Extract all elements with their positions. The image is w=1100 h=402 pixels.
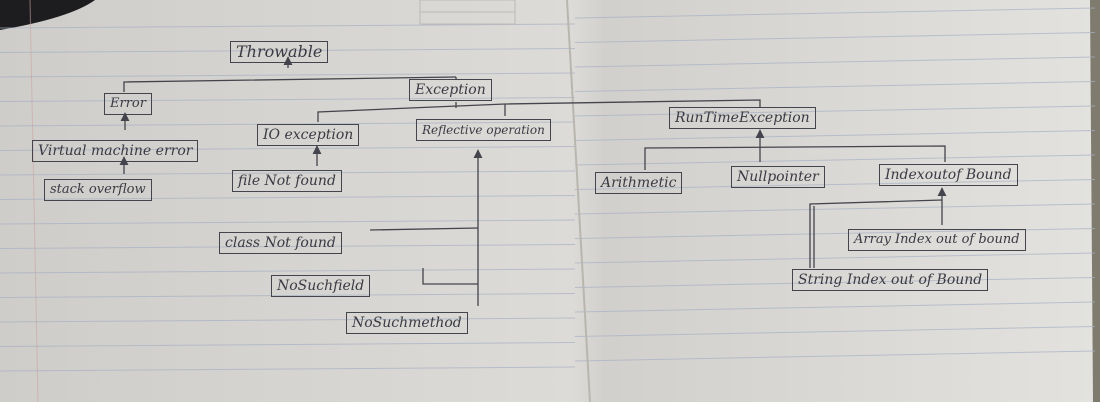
ruled-lines (0, 7, 1096, 372)
connector-exception-children (317, 99, 761, 122)
rule-line-right (574, 277, 1096, 288)
node-null-pointer: Nullpointer (731, 166, 825, 188)
rule-line-left (0, 268, 576, 274)
node-class-not-found: class Not found (219, 232, 342, 254)
rule-line-right (574, 301, 1096, 313)
connector-sioob (809, 199, 943, 268)
connectors (119, 56, 947, 306)
rule-line-left (0, 293, 576, 298)
connector-throwable-children (123, 76, 457, 92)
node-exception: Exception (409, 79, 492, 101)
node-index-out-of-bound: Indexoutof Bound (879, 164, 1018, 186)
rule-line-right (574, 203, 1096, 215)
node-io-exception: IO exception (257, 124, 360, 146)
node-runtime-exception: RunTimeException (669, 107, 816, 129)
rule-line-left (0, 48, 576, 53)
rule-line-left (0, 219, 576, 225)
connector-runtime-children (644, 145, 946, 170)
rule-line-right (574, 32, 1096, 43)
rule-line-left (0, 317, 576, 323)
rule-line-left (0, 146, 576, 151)
rule-line-right (574, 56, 1096, 68)
node-stack-overflow: stack overflow (44, 179, 152, 201)
rule-line-left (0, 342, 576, 347)
rule-line-right (574, 81, 1096, 92)
margin-line (29, 0, 39, 402)
rule-line-right (574, 7, 1096, 19)
rule-line-right (574, 350, 1096, 362)
node-error: Error (104, 93, 152, 115)
rule-line-left (0, 366, 576, 372)
rule-line-right (574, 105, 1096, 117)
node-reflective-operation: Reflective operation (416, 119, 551, 141)
rule-line-left (0, 97, 576, 102)
page-edge (1090, 0, 1100, 402)
connector-classnotfound (369, 227, 479, 231)
node-string-index-out-of-bound: String Index out of Bound (792, 269, 989, 291)
node-virtual-machine-error: Virtual machine error (32, 140, 199, 162)
rule-line-right (574, 154, 1096, 166)
node-arithmetic: Arithmetic (595, 172, 683, 194)
rule-line-left (0, 23, 576, 29)
node-no-such-field: NoSuchfield (271, 275, 371, 297)
rule-line-left (0, 170, 576, 176)
rule-line-right (574, 326, 1096, 337)
node-file-not-found: file Not found (232, 170, 342, 192)
notebook-gutter (566, 0, 591, 402)
rule-line-right (574, 179, 1096, 190)
node-array-index-out-of-bound: Array Index out of bound (848, 229, 1026, 251)
rule-line-left (0, 72, 576, 78)
rule-line-right (574, 228, 1096, 239)
node-throwable: Throwable (230, 41, 329, 63)
node-no-such-method: NoSuchmethod (346, 312, 468, 334)
corner-shadow (0, 0, 95, 30)
rule-line-left (0, 195, 576, 200)
rule-line-right (574, 252, 1096, 264)
connector-nosuchfield (422, 268, 478, 285)
rule-line-left (0, 244, 576, 249)
rule-line-right (574, 130, 1096, 141)
